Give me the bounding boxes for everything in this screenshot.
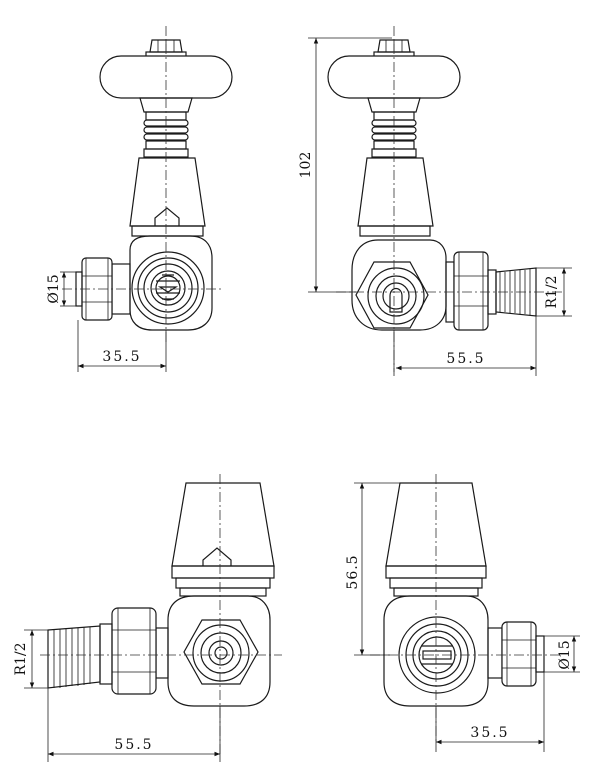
dim-height-label: 56.5 bbox=[345, 554, 361, 589]
dim-width-label: 35.5 bbox=[102, 349, 141, 365]
dim-diameter-label: Ø15 bbox=[46, 274, 62, 303]
valve-view-bottom-left: R1/2 55.5 bbox=[13, 474, 282, 762]
dim-width-label: 35.5 bbox=[470, 725, 509, 741]
dim-width-label: 55.5 bbox=[446, 351, 485, 367]
valve-view-top-right: 102 R1/2 55.5 bbox=[298, 26, 572, 376]
dim-thread-label: R1/2 bbox=[544, 275, 560, 308]
valve-view-bottom-right: 56.5 Ø15 35.5 bbox=[345, 474, 580, 752]
dim-height-label: 102 bbox=[298, 152, 314, 179]
valve-view-top-left: Ø15 35.5 bbox=[46, 26, 233, 372]
dim-width-label: 55.5 bbox=[114, 737, 153, 753]
dim-diameter-label: Ø15 bbox=[557, 640, 573, 669]
dim-thread-label: R1/2 bbox=[13, 642, 29, 675]
